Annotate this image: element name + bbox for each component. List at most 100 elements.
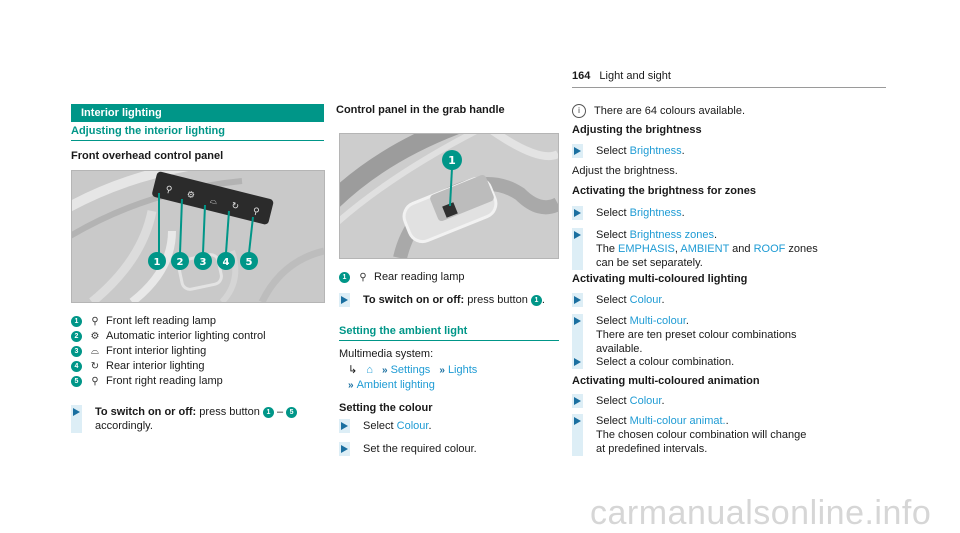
svg-text:1: 1 — [448, 154, 456, 167]
comma: , — [674, 243, 681, 255]
adjust-brightness-text: Adjust the brightness. — [572, 165, 678, 177]
step-marker — [572, 144, 583, 158]
select-word: Select — [596, 294, 630, 306]
step-marker — [339, 293, 350, 307]
callout-number: 1 — [71, 315, 82, 327]
ambient-rule — [339, 340, 559, 341]
select-word: Select — [596, 145, 630, 157]
step-arrow-icon — [574, 147, 581, 155]
select-word: Select — [596, 207, 630, 219]
reading-lamp-icon: ⚲ — [91, 316, 99, 327]
legend-label: Rear interior lighting — [106, 360, 205, 372]
step-arrow-icon — [574, 397, 581, 405]
zone-roof[interactable]: ROOF — [753, 243, 786, 255]
legend-item: 4↻Rear interior lighting — [71, 359, 266, 374]
callout-number: 1 — [262, 406, 274, 418]
callout-number: 1 — [530, 294, 542, 306]
step-text: Select Colour. — [596, 293, 665, 307]
select-brightness-step-2: Select Brightness. — [572, 206, 872, 220]
multi-colour-link[interactable]: Multi-colour — [629, 315, 686, 327]
legend-label: Front left reading lamp — [106, 315, 217, 327]
grab-handle-legend-item: 1⚲Rear reading lamp — [339, 270, 465, 285]
path-arrow-icon: ↳ — [348, 364, 358, 376]
grab-handle-image: 1 — [339, 133, 559, 259]
multimedia-label: Multimedia system: — [339, 348, 434, 360]
home-icon[interactable]: ⌂ — [366, 364, 373, 376]
brightness-zones-link[interactable]: Brightness zones — [629, 229, 715, 241]
period: . — [681, 207, 685, 219]
watermark-text: carmanualsonline.info — [590, 494, 932, 532]
svg-text:5: 5 — [246, 257, 253, 268]
step-text: Select Brightness. — [596, 144, 685, 158]
period: . — [428, 420, 432, 432]
colour-link[interactable]: Colour — [629, 294, 662, 306]
svg-text:⚲: ⚲ — [252, 206, 261, 217]
step-marker — [572, 228, 583, 270]
anim-line1: The chosen colour combination will chang… — [596, 429, 807, 441]
colour-link[interactable]: Colour — [629, 395, 662, 407]
select-word: Select — [596, 415, 630, 427]
step-dash: – — [273, 406, 287, 418]
period: . — [714, 229, 718, 241]
period: . — [661, 395, 665, 407]
zone-ambient[interactable]: AMBIENT — [680, 243, 730, 255]
animation-heading: Activating multi-coloured animation — [572, 375, 760, 387]
step-arrow-icon — [574, 317, 581, 325]
select-colour-step-3: Select Colour. — [572, 394, 872, 408]
step-rest: press button — [196, 406, 263, 418]
brightness-link[interactable]: Brightness — [629, 207, 682, 219]
chevron-icon: » — [382, 365, 388, 376]
callout-number: 2 — [71, 330, 82, 342]
front-panel-legend: 1⚲Front left reading lamp 2⚙Automatic in… — [71, 314, 266, 389]
step-text: Select a colour combination. — [596, 356, 735, 368]
callout-number: 3 — [71, 345, 82, 357]
period: . — [725, 415, 729, 427]
colour-link[interactable]: Colour — [396, 420, 429, 432]
page-header: 164 Light and sight — [572, 70, 671, 82]
step-marker — [572, 206, 583, 220]
step-marker — [572, 414, 583, 456]
step-marker — [572, 314, 583, 356]
step-text: Select Colour. — [363, 419, 432, 433]
path-settings[interactable]: Settings — [390, 364, 431, 376]
brightness-link[interactable]: Brightness — [629, 145, 682, 157]
zone-emphasis[interactable]: EMPHASIS — [618, 243, 675, 255]
legend-label: Automatic interior lighting control — [106, 330, 266, 342]
zones-heading: Activating the brightness for zones — [572, 185, 756, 197]
svg-text:3: 3 — [200, 257, 207, 268]
front-panel-title: Front overhead control panel — [71, 150, 224, 162]
step-marker — [71, 405, 82, 433]
rear-interior-light-icon: ↻ — [90, 361, 100, 372]
svg-text:⚲: ⚲ — [164, 185, 173, 196]
period: . — [685, 315, 689, 327]
zones-line2: can be set separately. — [596, 257, 703, 269]
path-lights[interactable]: Lights — [447, 364, 478, 376]
step-bold: To switch on or off: — [95, 406, 197, 418]
multi-line2: available. — [596, 343, 643, 355]
step-arrow-icon — [341, 445, 348, 453]
step-marker — [339, 419, 350, 433]
multi-colour-animation-link[interactable]: Multi-colour animat. — [629, 415, 726, 427]
step-line2: accordingly. — [95, 420, 153, 432]
header-rule — [572, 87, 886, 88]
callout-number: 5 — [286, 406, 298, 418]
step-marker — [572, 293, 583, 307]
step-arrow-icon — [341, 296, 348, 304]
step-arrow-icon — [341, 422, 348, 430]
chevron-icon: » — [439, 365, 445, 376]
step-bold: To switch on or off: — [363, 294, 465, 306]
multi-colour-heading: Activating multi-coloured lighting — [572, 273, 748, 285]
ambient-light-title: Setting the ambient light — [339, 325, 468, 337]
legend-label: Rear reading lamp — [374, 271, 465, 283]
path-ambient-lighting[interactable]: Ambient lighting — [356, 379, 435, 391]
multi-colour-step: Select Multi-colour. There are ten prese… — [572, 314, 872, 356]
select-word: Select — [363, 420, 397, 432]
step-marker — [572, 355, 583, 369]
step-arrow-icon — [73, 408, 80, 416]
subsection-rule — [71, 140, 324, 141]
front-overhead-panel-image: ⚲ ⚙ ⌓ ↻ ⚲ 1 2 3 4 5 — [71, 170, 325, 303]
zones-the: The — [596, 243, 619, 255]
period: . — [661, 294, 665, 306]
legend-label: Front interior lighting — [106, 345, 207, 357]
